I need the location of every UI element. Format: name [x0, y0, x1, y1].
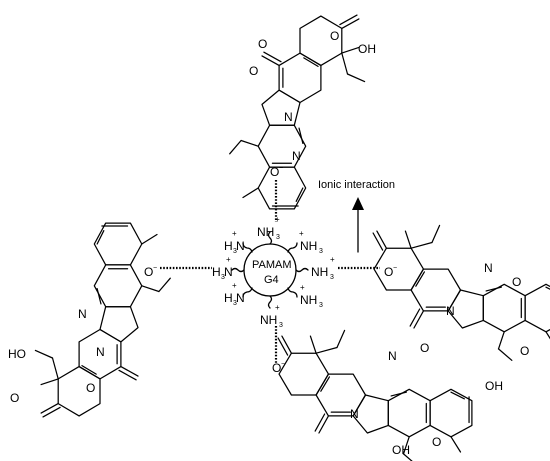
- left-n-ring: N: [96, 345, 105, 359]
- right-oxide: O: [384, 265, 393, 279]
- top-oxide: O: [270, 165, 279, 179]
- svg-text:3: 3: [279, 322, 283, 329]
- svg-text:NH: NH: [257, 225, 274, 239]
- left-oxide-charge: −: [153, 265, 157, 272]
- bottom-n-ring: N: [388, 349, 397, 363]
- amine-left: + H 3 N: [212, 255, 233, 281]
- bottom-oxide-charge: −: [281, 361, 285, 368]
- core-label-line1: PAMAM: [252, 259, 292, 271]
- top-n-quinoline: N: [292, 149, 301, 163]
- left-o-lactone: O: [10, 391, 19, 405]
- svg-text:3: 3: [319, 302, 323, 309]
- right-o-ketone: O: [512, 275, 521, 289]
- arm-ll: [242, 287, 253, 298]
- svg-text:NH: NH: [260, 313, 277, 327]
- amine-lower-left: + H 3 N: [224, 281, 245, 307]
- arm-ur: [287, 242, 298, 253]
- svg-text:+: +: [275, 215, 280, 224]
- arm-ul: [242, 242, 253, 253]
- ionic-arrow-head: [352, 197, 364, 210]
- arm-lr: [287, 287, 298, 298]
- ionic-interaction-label: Ionic interaction: [318, 179, 395, 191]
- left-oh: HO: [8, 347, 26, 361]
- bottom-o-ketone: O: [420, 341, 429, 355]
- svg-text:NH: NH: [300, 293, 317, 307]
- left-o-ketone: O: [86, 381, 95, 395]
- svg-text:3: 3: [276, 234, 280, 241]
- left-n-quinoline: N: [78, 307, 87, 321]
- svg-text:+: +: [275, 303, 280, 312]
- arm-top: [267, 231, 273, 245]
- amine-lower-right: + NH 3: [300, 283, 323, 309]
- bottom-o-lactone: O: [432, 435, 441, 449]
- top-o-label: O: [258, 37, 267, 51]
- svg-text:3: 3: [233, 248, 237, 255]
- bottom-oh: OH: [392, 443, 410, 457]
- svg-text:N: N: [224, 265, 233, 279]
- amine-bottom: + NH 3: [260, 303, 283, 329]
- svg-text:H: H: [224, 239, 233, 253]
- amine-right: + NH 3: [311, 255, 335, 281]
- svg-text:NH: NH: [311, 265, 328, 279]
- bottom-n-quinoline: N: [350, 407, 359, 421]
- amine-top: + NH 3: [257, 215, 280, 241]
- right-oxide-charge: −: [393, 265, 397, 272]
- svg-text:H: H: [224, 291, 233, 305]
- bottom-oxide: O: [272, 361, 281, 375]
- camptothecin-bottom: [277, 329, 473, 461]
- core-label-line2: G4: [264, 274, 279, 286]
- svg-text:N: N: [236, 239, 245, 253]
- arm-bottom: [267, 295, 273, 309]
- svg-text:+: +: [299, 229, 304, 238]
- svg-text:3: 3: [233, 300, 237, 307]
- top-o-lactone: O: [330, 29, 339, 43]
- top-oh: OH: [358, 42, 376, 56]
- camptothecin-left: [34, 222, 171, 418]
- arm-left: [231, 267, 245, 273]
- amine-upper-right: + NH 3: [299, 229, 323, 255]
- left-oxide: O: [144, 265, 153, 279]
- svg-text:N: N: [236, 291, 245, 305]
- right-n-ring: N: [484, 261, 493, 275]
- top-o-ketone: O: [249, 64, 258, 78]
- svg-text:+: +: [330, 255, 335, 264]
- arm-right: [295, 267, 309, 273]
- right-o-lactone: O: [520, 344, 529, 358]
- svg-text:NH: NH: [300, 239, 317, 253]
- svg-text:+: +: [232, 229, 237, 238]
- amine-upper-left: + H 3 N: [224, 229, 245, 255]
- svg-text:+: +: [226, 255, 231, 264]
- svg-text:3: 3: [319, 248, 323, 255]
- camptothecin-right: [372, 224, 550, 361]
- top-n-ring: N: [284, 110, 293, 124]
- svg-text:+: +: [300, 283, 305, 292]
- right-oh: OH: [485, 379, 503, 393]
- svg-text:H: H: [212, 265, 221, 279]
- svg-text:+: +: [232, 281, 237, 290]
- right-n-quinoline: N: [446, 304, 455, 318]
- svg-text:3: 3: [221, 274, 225, 281]
- top-oxide-charge: −: [279, 165, 283, 172]
- svg-text:3: 3: [330, 274, 334, 281]
